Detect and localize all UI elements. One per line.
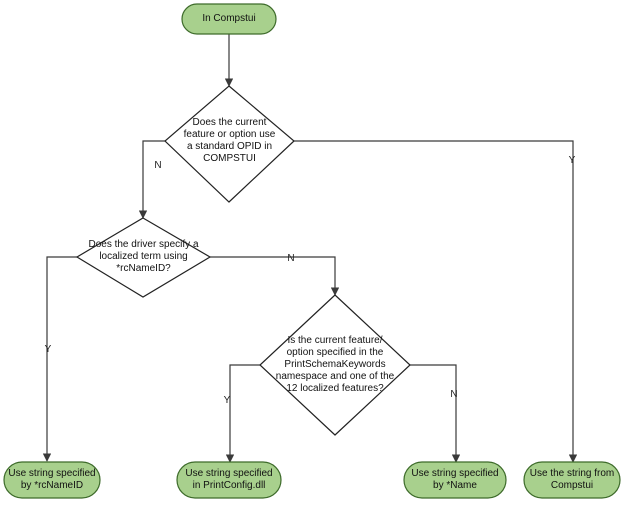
edge-printschema-no [410,364,461,463]
decision-opid-shape [164,85,295,203]
edge-label-opid-yes: Y [568,155,576,166]
edge-opid-no [138,140,165,219]
edge-printschema-yes [225,364,260,463]
decision-printschema-label: Is the current feature/ option specified… [275,335,395,394]
end-rcnameid-shape [3,461,101,499]
end-compstui-shape [523,461,621,499]
edge-label-opid-no: N [154,160,162,171]
edge-label-printschema-no: N [450,389,458,400]
end-printconfig-shape [176,461,282,499]
decision-printschema-shape [259,294,411,436]
decision-rcnameid-shape [75,217,212,298]
edge-label-printschema-yes: Y [223,395,231,406]
edge-opid-yes [294,140,578,463]
decision-rcnameid-label: Does the driver specify a localized term… [88,239,199,274]
end-compstui-label: Use the string from Compstui [529,468,615,491]
start-node-label: In Compstui [202,13,256,24]
edge-label-rcnameid-no: N [287,253,295,264]
end-printconfig-label: Use string specified in PrintConfig.dll [185,468,273,491]
end-name-shape [403,461,507,499]
start-node-shape [181,3,277,35]
edge-rcnameid-yes [42,256,77,462]
end-name-label: Use string specified by *Name [411,468,499,491]
end-rcnameid-label: Use string specified by *rcNameID [8,468,96,491]
decision-opid-label: Does the current feature or option use a… [183,117,276,164]
edge-label-rcnameid-yes: Y [44,344,52,355]
edge-rcnameid-no [210,256,340,296]
